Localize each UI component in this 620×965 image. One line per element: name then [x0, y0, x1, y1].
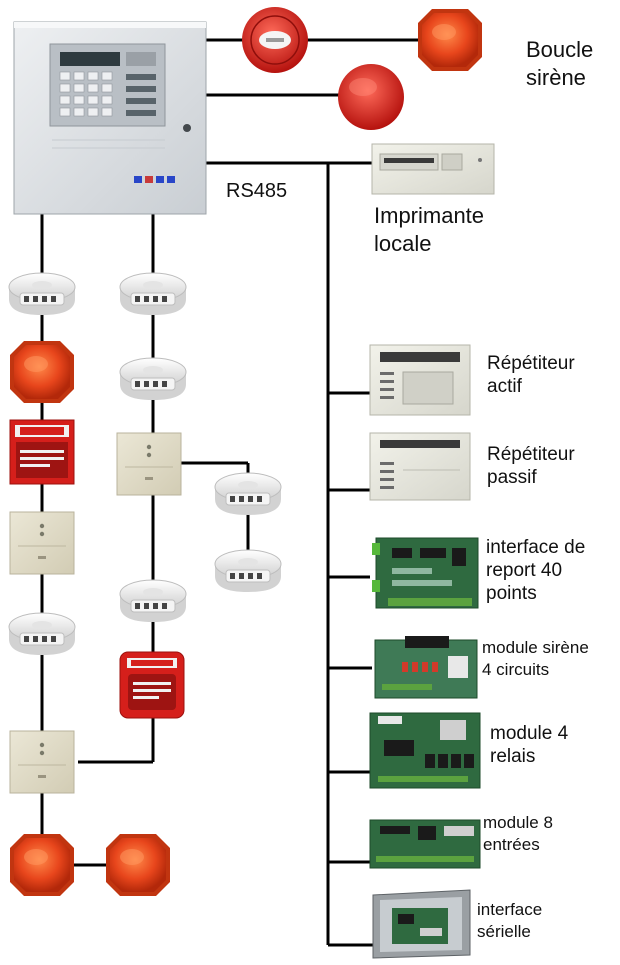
label-repeater-passive: Répétiteur passif [487, 444, 575, 488]
detector-m2 [119, 357, 187, 401]
label-siren-loop: Boucle sirène [526, 37, 594, 90]
detector-m1 [119, 272, 187, 316]
beacon-sounder [338, 64, 404, 130]
control-panel [13, 21, 207, 215]
siren-l2 [10, 834, 74, 896]
siren-loop-sounder-top [418, 9, 482, 71]
siren-l3 [106, 834, 170, 896]
bell-sounder [242, 7, 308, 73]
relay-module-board [369, 712, 481, 789]
detector-r2 [214, 549, 282, 593]
manual-call-point-m1 [119, 651, 185, 719]
manual-call-point-l1 [9, 419, 75, 485]
siren-l1 [10, 341, 74, 403]
local-printer [371, 143, 495, 195]
label-repeater-active: Répétiteur actif [487, 353, 575, 397]
repeater-passive [369, 432, 471, 501]
detector-r1 [214, 472, 282, 516]
serial-interface-box [372, 889, 471, 959]
siren-module-board [374, 636, 478, 699]
detector-l1 [8, 272, 76, 316]
label-siren-module: module sirène 4 circuits [482, 638, 589, 679]
label-relay-module: module 4 relais [490, 723, 569, 767]
detector-l2 [8, 612, 76, 656]
label-interface-40-points: interface de report 40 points [486, 537, 586, 604]
label-printer: Imprimante locale [374, 203, 485, 256]
label-serial-interface: interface sérielle [477, 900, 543, 941]
input-module-board [369, 819, 481, 869]
detector-m3 [119, 579, 187, 623]
module-l1 [9, 511, 75, 575]
module-m1 [116, 432, 182, 496]
repeater-active [369, 344, 471, 416]
interface-40-points-board [372, 537, 479, 609]
label-rs485: RS485 [226, 180, 288, 202]
label-input-module: module 8 entrées [483, 813, 553, 854]
module-l2 [9, 730, 75, 794]
